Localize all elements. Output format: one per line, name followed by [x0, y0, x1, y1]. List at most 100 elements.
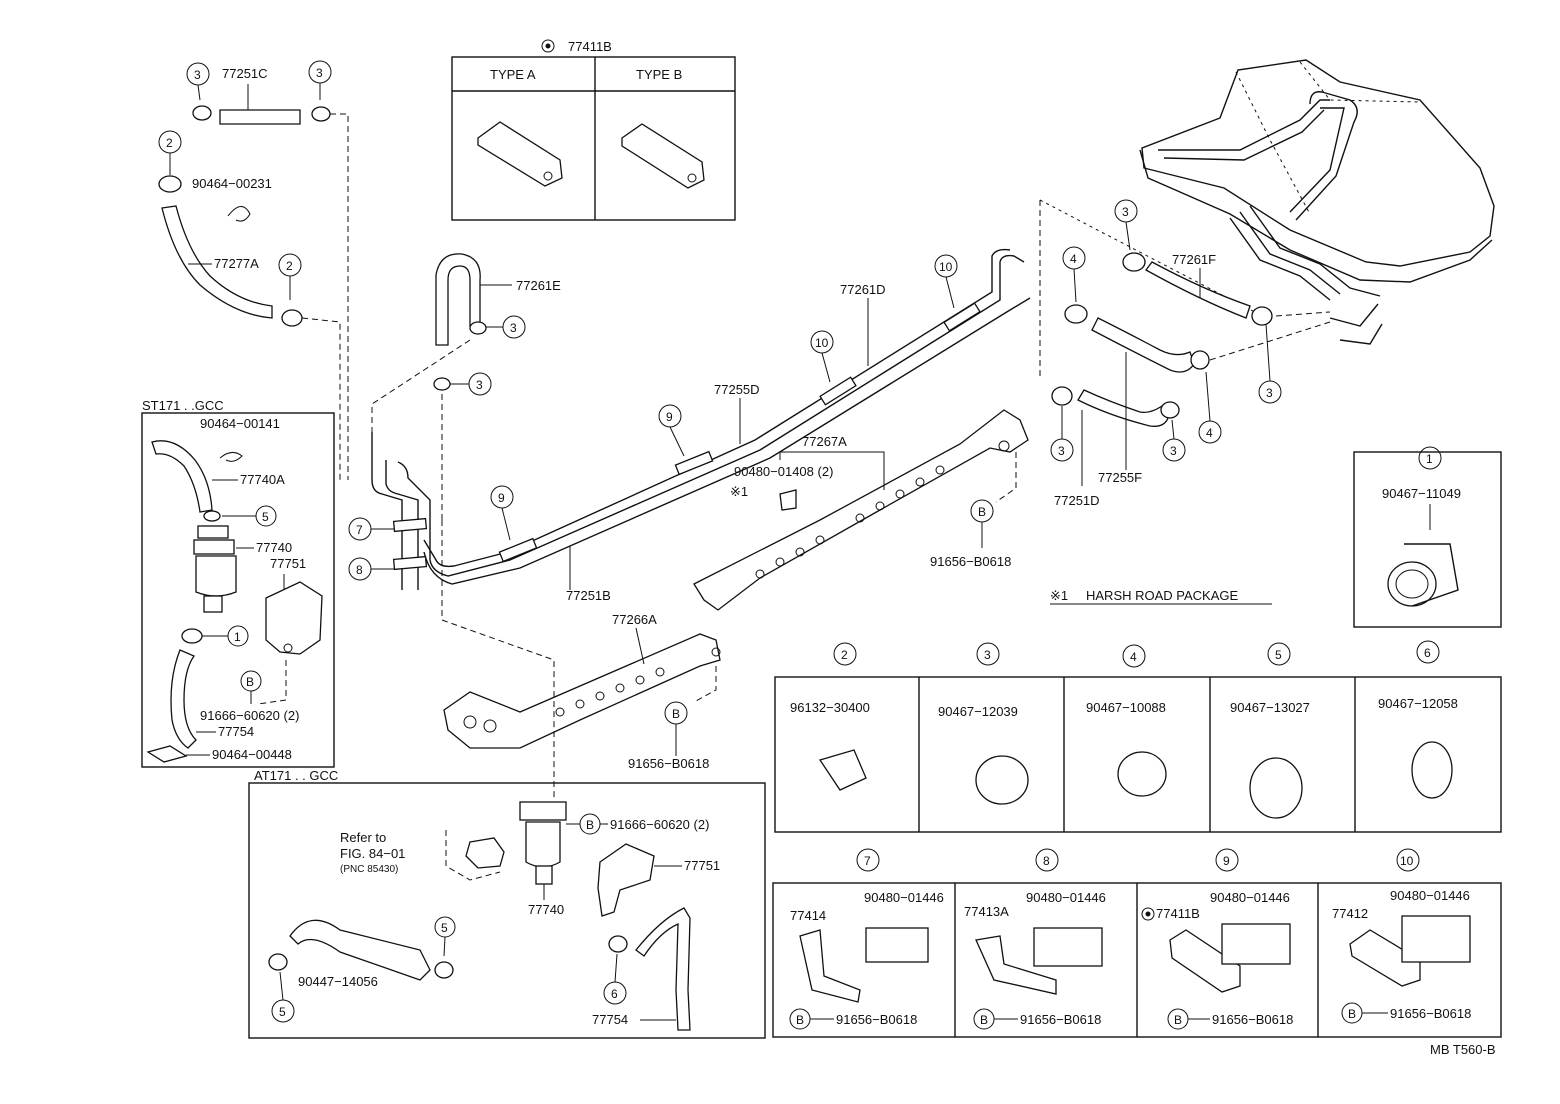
clip-icon: [146, 745, 188, 763]
label-77255d: 77255D: [714, 382, 760, 397]
svg-text:3: 3: [984, 648, 991, 662]
svg-text:5: 5: [279, 1005, 286, 1019]
clamp-icon: [311, 106, 331, 122]
svg-text:4: 4: [1130, 650, 1137, 664]
valve-icon: [465, 837, 505, 869]
vsv-77740-at: [525, 821, 561, 868]
label-77251b: 77251B: [566, 588, 611, 603]
bolt-9-label: 91656−B0618: [1212, 1012, 1293, 1027]
clamp-icon: [1190, 350, 1210, 370]
label-90467-11049: 90467−11049: [1382, 486, 1461, 501]
label-77267a: 77267A: [802, 434, 847, 449]
hose-77754-at: [635, 907, 691, 1031]
label-77251d: 77251D: [1054, 493, 1100, 508]
svg-text:7: 7: [356, 523, 363, 537]
bracket-10-icon: [1349, 929, 1421, 987]
clamp-5-icon: [1249, 757, 1303, 819]
label-90464-00231: 90464−00231: [192, 176, 272, 191]
protector-77266a: 77266A B 91656−B0618: [441, 520, 721, 800]
svg-text:10: 10: [939, 260, 953, 274]
label-90447-14056: 90447−14056: [298, 974, 378, 989]
label-77740-st: 77740: [256, 540, 292, 555]
label-77261d: 77261D: [840, 282, 886, 297]
clamp-icon: [608, 935, 628, 953]
clamp-5-part: 90467−13027: [1230, 700, 1310, 715]
label-77740-at: 77740: [528, 902, 564, 917]
label-77261f: 77261F: [1172, 252, 1216, 267]
svg-text:3: 3: [510, 321, 517, 335]
bolt-7-label: 91656−B0618: [836, 1012, 917, 1027]
svg-text:4: 4: [1206, 426, 1213, 440]
svg-text:5: 5: [441, 921, 448, 935]
clip-7-icon: [865, 927, 929, 963]
clamp-table: 2 96132−30400 3 90467−12039 4 90467−1008…: [774, 640, 1502, 833]
svg-text:6: 6: [1424, 646, 1431, 660]
clamp-icon: [192, 105, 212, 121]
hose-90447-14056: [289, 919, 431, 981]
hose-77261f: [1145, 261, 1251, 319]
svg-text:10: 10: [815, 336, 829, 350]
bracket-9-label: 77411B: [1156, 906, 1200, 921]
bolt-10-label: 91656−B0618: [1390, 1006, 1471, 1021]
bracket-7-label: 77414: [790, 908, 826, 923]
clamp-icon: [268, 953, 288, 971]
clip-10-icon: [1401, 915, 1471, 963]
label-91666-60620-st: 91666−60620 (2): [200, 708, 299, 723]
svg-text:B: B: [1348, 1007, 1356, 1021]
hose-77255f: [1091, 317, 1195, 373]
svg-text:6: 6: [611, 987, 618, 1001]
svg-text:9: 9: [498, 491, 505, 505]
clamp-icon: [1251, 306, 1273, 326]
clip-7-label: 90480−01446: [864, 890, 944, 905]
tank-hoses: 3 77261F 4 4 3 3 3 77255F 77251D: [1050, 199, 1331, 508]
svg-text:3: 3: [1170, 444, 1177, 458]
type-a-label: TYPE A: [490, 67, 536, 82]
clamp-4-part: 90467−10088: [1086, 700, 1166, 715]
svg-text:3: 3: [194, 68, 201, 82]
label-90464-00448: 90464−00448: [212, 747, 292, 762]
clamp-icon: [181, 628, 203, 644]
fuel-tubes: 7 8 9 9 10 10 77251B 77255D 77261D: [348, 248, 1031, 603]
st171-box: ST171 . .GCC 90464−00141 77740A 5 77740 …: [141, 398, 335, 768]
clip-8-label: 90480−01446: [1026, 890, 1106, 905]
svg-text:B: B: [586, 818, 594, 832]
clamp-icon: [1160, 401, 1180, 419]
svg-text:10: 10: [1400, 854, 1414, 868]
svg-text:2: 2: [166, 136, 173, 150]
svg-text:B: B: [246, 675, 254, 689]
bracket-7-icon: [799, 929, 861, 1003]
clamp-icon: [469, 321, 487, 335]
protector-77267a: 77267A 90480−01408 (2) ※1 B 91656−B0618: [693, 409, 1029, 611]
clamp-icon: [1051, 386, 1073, 406]
label-77251c: 77251C: [222, 66, 268, 81]
svg-text:1: 1: [234, 630, 241, 644]
clamp-icon: [434, 961, 454, 979]
svg-text:5: 5: [262, 510, 269, 524]
svg-text:B: B: [796, 1013, 804, 1027]
svg-text:3: 3: [1122, 205, 1129, 219]
clamp-icon: [1122, 252, 1146, 272]
clamp-1-box: 1 90467−11049: [1353, 446, 1502, 628]
label-77261e: 77261E: [516, 278, 561, 293]
vsv-77740-st: [195, 555, 237, 597]
clamp-2-icon: [818, 749, 867, 791]
label-77754-st: 77754: [218, 724, 254, 739]
refer-line-1: Refer to: [340, 830, 386, 845]
bracket-type-b: [621, 123, 705, 189]
fuel-tank: [1039, 59, 1495, 380]
clip-10-label: 90480−01446: [1390, 888, 1470, 903]
harsh-mark: ※1: [730, 484, 748, 499]
legend-box-77411b: 77411B TYPE A TYPE B: [451, 39, 736, 221]
label-77277a: 77277A: [214, 256, 259, 271]
svg-text:2: 2: [841, 648, 848, 662]
hose-77740a: [151, 440, 213, 513]
label-91666-60620-at: 91666−60620 (2): [610, 817, 709, 832]
clip-icon: [227, 206, 251, 222]
clamp-icon: [1064, 304, 1088, 324]
clamp-icon: [281, 309, 303, 327]
label-77751-st: 77751: [270, 556, 306, 571]
clamp-3-icon: [975, 755, 1029, 805]
hose-77251d: [1077, 389, 1169, 427]
bracket-8-label: 77413A: [964, 904, 1009, 919]
bracket-9-icon: [1169, 929, 1241, 993]
